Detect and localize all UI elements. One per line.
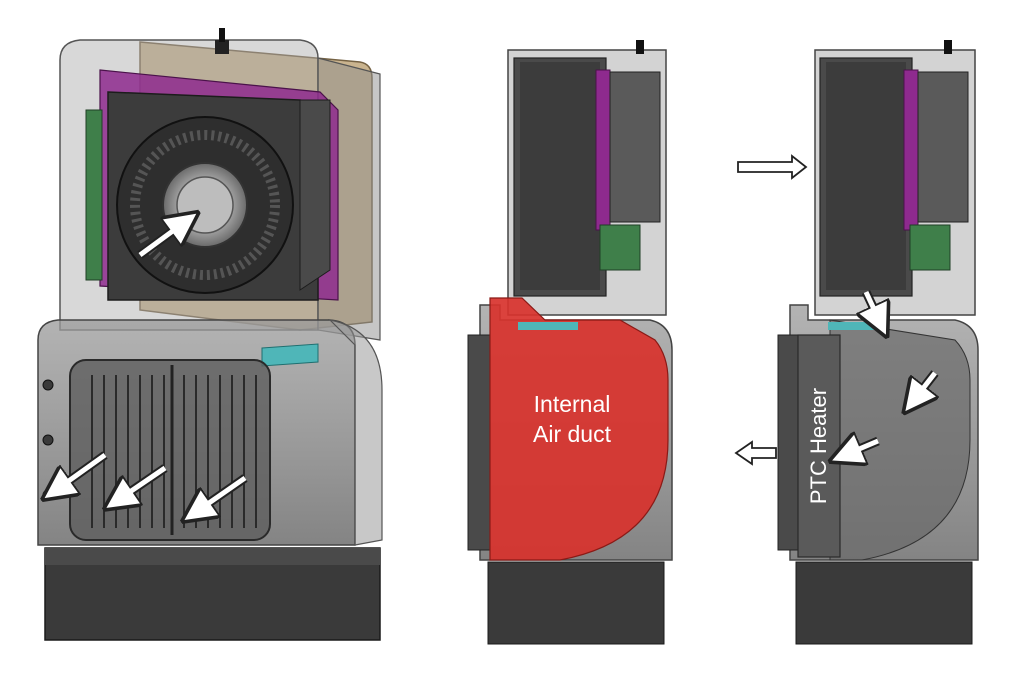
cross-section-heater-view: PTC Heater <box>777 40 979 645</box>
cross-section-duct-view: Internal Air duct <box>467 40 673 645</box>
inflow-arrow-icon <box>737 154 808 180</box>
isometric-unit-view <box>37 28 383 641</box>
internal-air-duct-label-line2: Air duct <box>533 421 612 447</box>
ptc-heater-label: PTC Heater <box>806 388 831 504</box>
outflow-arrow-icon <box>734 440 777 466</box>
internal-air-duct-label-line1: Internal <box>534 391 611 417</box>
internal-air-duct <box>489 297 669 561</box>
